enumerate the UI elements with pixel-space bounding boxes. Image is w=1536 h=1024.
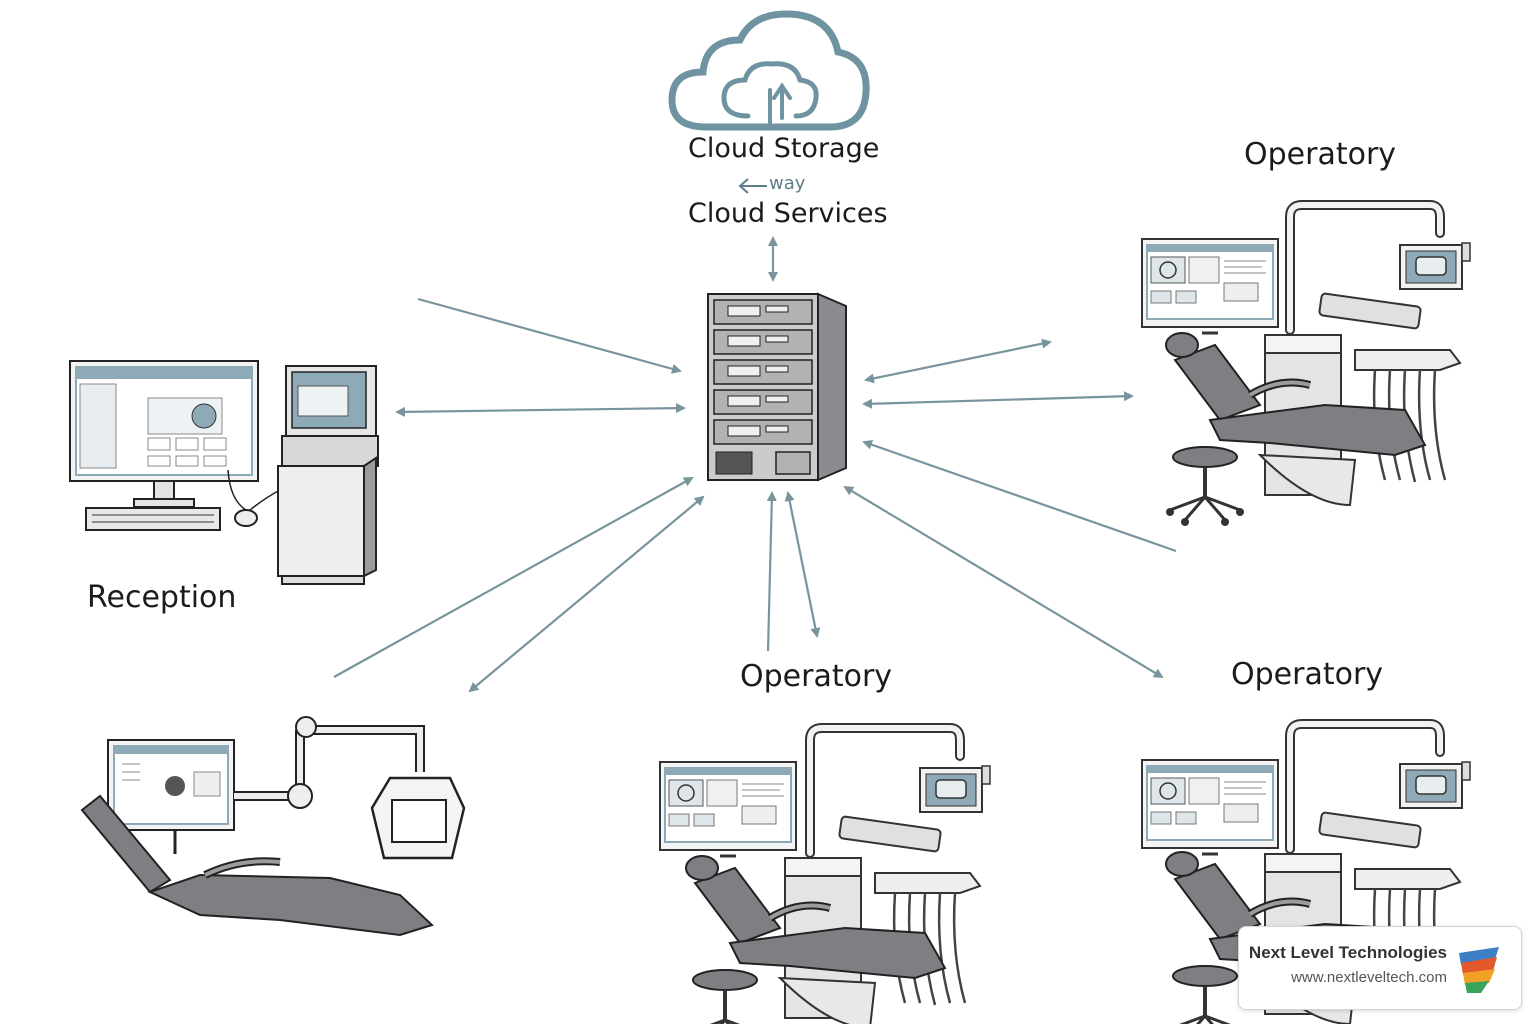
cloud-services-label: Cloud Services — [688, 198, 888, 229]
way-arrow-icon — [738, 178, 767, 194]
arrow-server-bottomleft — [468, 495, 705, 693]
brand-url: www.nextleveltech.com — [1291, 969, 1447, 986]
arrow-server-bottomright — [843, 485, 1164, 679]
arrow-server-bottomcenter — [784, 491, 821, 638]
operatory-bottom-center-icon — [658, 728, 990, 1024]
arrow-server-topright-lower — [862, 391, 1134, 409]
connection-arrows — [333, 236, 1177, 693]
arrow-reception-server — [395, 403, 686, 417]
reception-label: Reception — [87, 580, 237, 615]
reception-computer-icon — [69, 360, 379, 585]
server-rack-icon — [707, 292, 847, 482]
operatory-bottom-center-label: Operatory — [740, 659, 893, 694]
arrow-right-to-server — [862, 439, 1177, 553]
brand-badge[interactable]: Next Level Technologies www.nextleveltec… — [1238, 926, 1522, 1010]
operatory-bottom-left-icon — [80, 716, 466, 937]
cloud-icon — [668, 10, 870, 131]
way-label: way — [769, 173, 806, 194]
arrow-bottomcenter-to-server — [766, 491, 777, 652]
cloud-storage-label: Cloud Storage — [688, 133, 880, 164]
arrow-server-topright-upper — [864, 338, 1052, 384]
arrow-topleft-to-server — [417, 297, 682, 374]
operatory-top-right-label: Operatory — [1244, 137, 1397, 172]
brand-name: Next Level Technologies — [1248, 943, 1447, 962]
operatory-top-right-icon — [1140, 205, 1470, 526]
arrow-bottomleft-to-server — [333, 477, 694, 678]
operatory-bottom-right-label: Operatory — [1231, 657, 1384, 692]
brand-logo-icon — [1459, 947, 1499, 993]
